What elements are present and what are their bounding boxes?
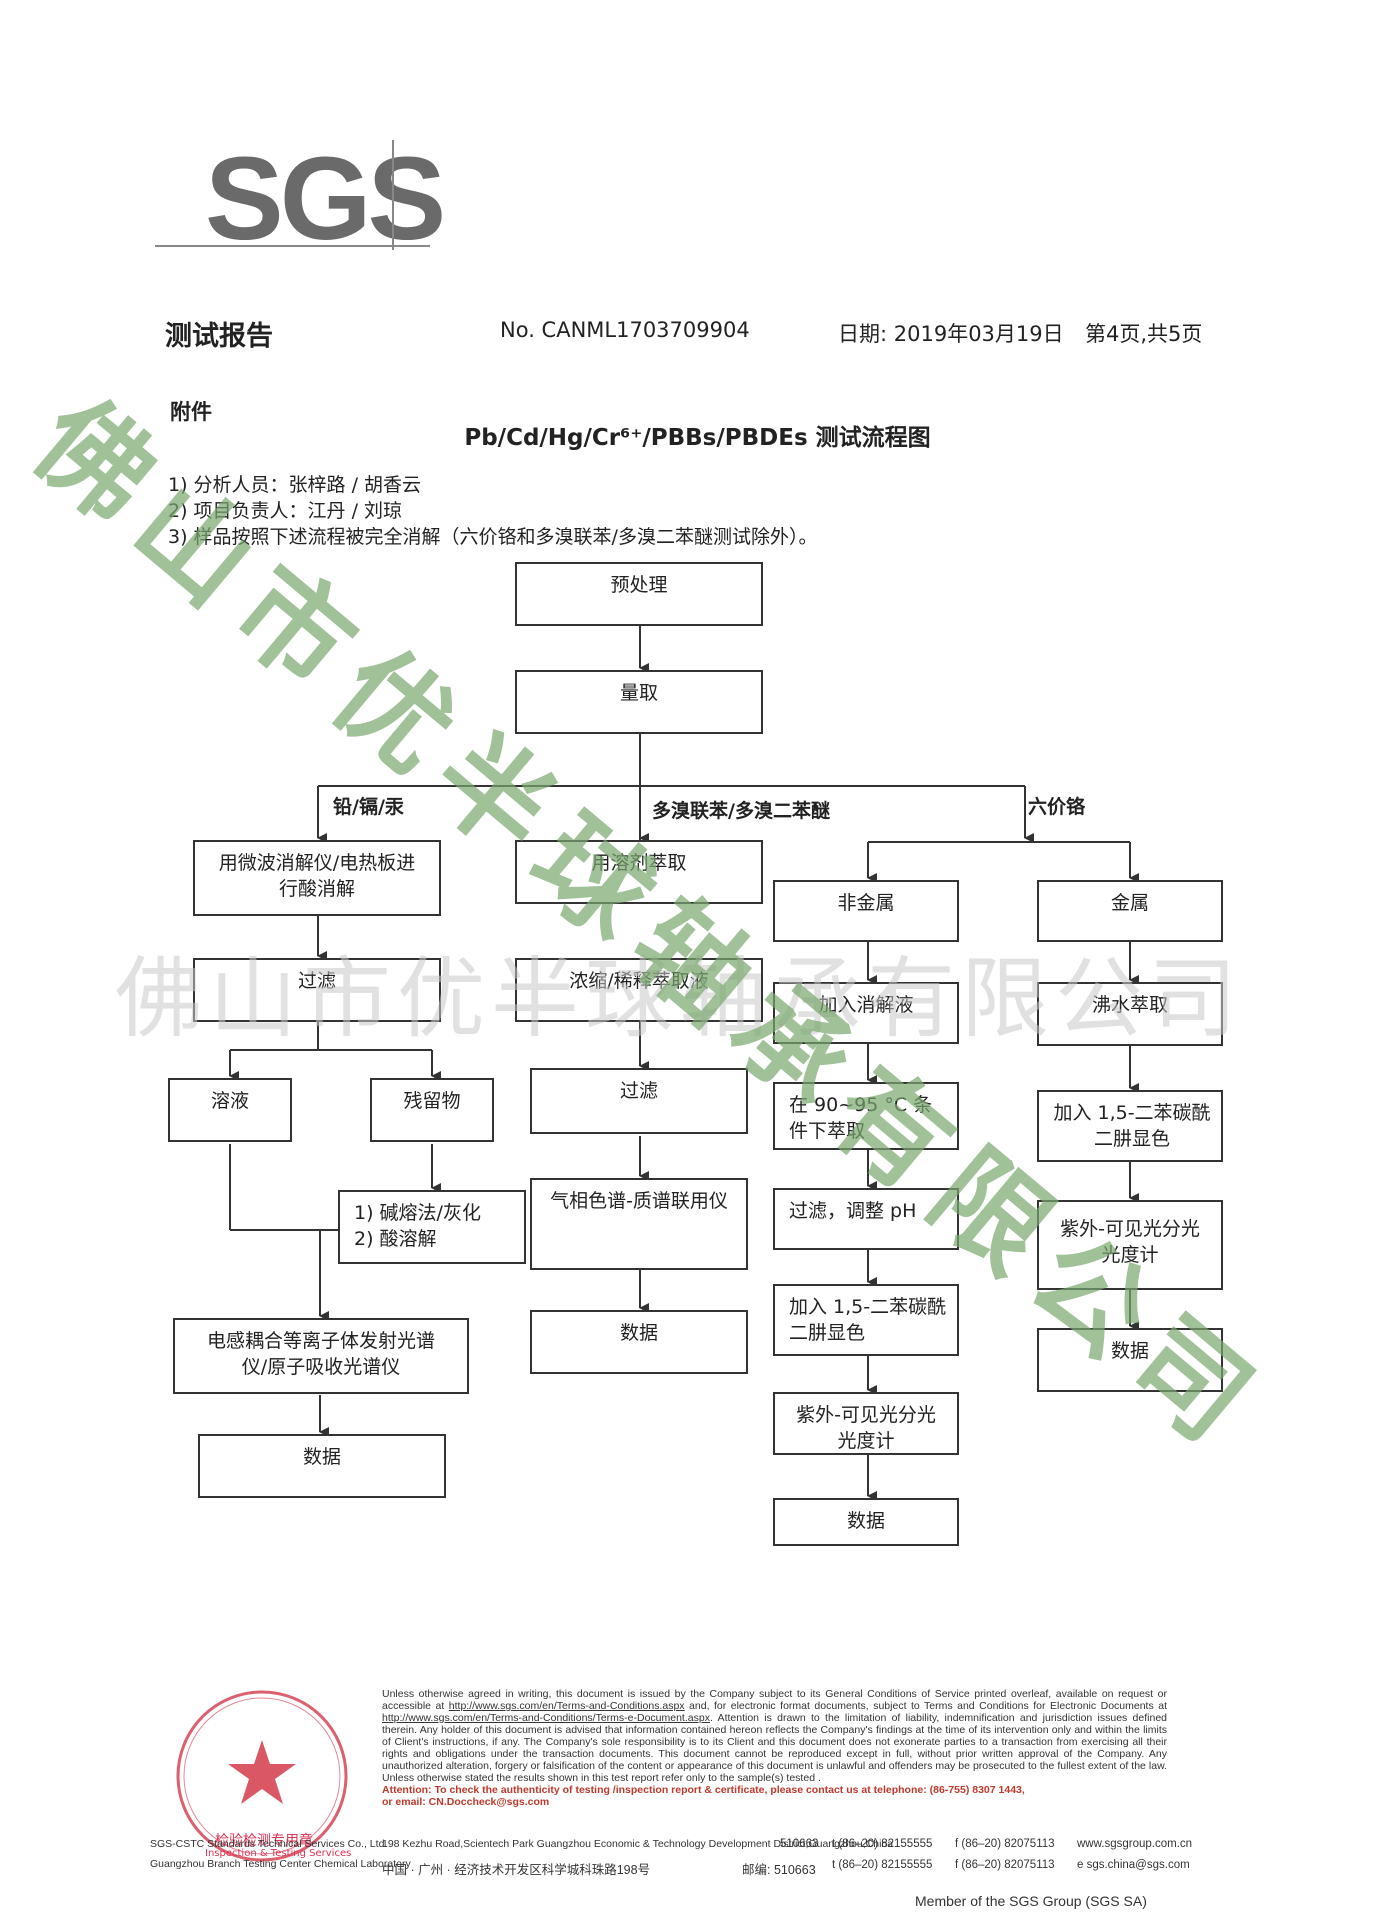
step-filter-pbb: 过滤 [530,1068,748,1134]
logo-underline [155,245,430,247]
report-title: 测试报告 [165,321,273,352]
note-procedure: 3) 样品按照下述流程被完全消解（六价铬和多溴联苯/多溴二苯醚测试除外）。 [168,526,818,548]
alkali-fusion-line-1: 1) 碱熔法/灰化 [354,1202,481,1224]
step-gcms: 气相色谱-质谱联用仪 [530,1178,748,1270]
step-add-digestion-solution: 加入消解液 [773,982,959,1044]
step-measure: 量取 [515,670,763,734]
notes: 1) 分析人员：张梓路 / 胡香云 2) 项目负责人：江丹 / 刘琼 3) 样品… [168,472,817,550]
step-data-heavy-metal: 数据 [198,1434,446,1498]
step-filter-heavy-metal: 过滤 [193,958,441,1022]
fax-en: f (86–20) 82075113 [955,1838,1055,1850]
report-number: No. CANML1703709904 [500,318,750,342]
disclaimer-part-2: and, for electronic format documents, su… [684,1700,1167,1712]
alkali-fusion-line-2: 2) 酸溶解 [354,1228,437,1250]
fax-cn: f (86–20) 82075113 [955,1859,1055,1871]
zip-en: 510663 [780,1838,819,1850]
step-uv-vis-metal: 紫外-可见光分光光度计 [1037,1200,1223,1290]
company-name-en-1: SGS-CSTC Standards Technical Services Co… [150,1838,388,1850]
telephone-en: t (86–20) 82155555 [832,1838,933,1850]
step-color-development-metal: 加入 1,5-二苯碳酰二肼显色 [1037,1090,1223,1162]
seal-text: 检验检测专用章 [215,1833,313,1849]
note-analyst: 1) 分析人员：张梓路 / 胡香云 [168,474,422,496]
step-solvent-extraction: 用溶剂萃取 [515,840,763,904]
sgs-group-membership: Member of the SGS Group (SGS SA) [915,1893,1147,1909]
company-name-en-2: Guangzhou Branch Testing Center Chemical… [150,1858,411,1870]
step-uv-vis-nonmetal: 紫外-可见光分光光度计 [773,1392,959,1455]
page-number: 第4页,共5页 [1085,322,1203,346]
report-date: 日期: 2019年03月19日 [838,322,1064,346]
website[interactable]: www.sgsgroup.com.cn [1077,1838,1193,1850]
telephone-cn: t (86–20) 82155555 [832,1859,933,1871]
step-nonmetal: 非金属 [773,880,959,942]
step-filter-adjust-ph: 过滤，调整 pH [773,1188,959,1250]
logo-vertical-line [392,140,394,250]
address-cn: 中国 · 广州 · 经济技术开发区科学城科珠路198号 [382,1863,651,1877]
step-data-nonmetal: 数据 [773,1498,959,1546]
contact-email[interactable]: e sgs.china@sgs.com [1077,1859,1190,1871]
step-alkali-fusion: 1) 碱熔法/灰化 2) 酸溶解 [338,1190,526,1264]
step-heat-extraction: 在 90~95 °C 条件下萃取 [773,1082,959,1150]
terms-link[interactable]: http://www.sgs.com/en/Terms-and-Conditio… [448,1700,685,1712]
note-project-lead: 2) 项目负责人：江丹 / 刘琼 [168,500,403,522]
step-concentrate-dilute: 浓缩/稀释萃取液 [515,958,763,1022]
branch-label-heavy-metals: 铅/镉/汞 [333,796,404,818]
flowchart-title: Pb/Cd/Hg/Cr⁶⁺/PBBs/PBDEs 测试流程图 [464,425,931,451]
authenticity-notice: Attention: To check the authenticity of … [382,1784,1025,1796]
step-residue: 残留物 [370,1078,494,1142]
step-color-development-nonmetal: 加入 1,5-二苯碳酰二肼显色 [773,1284,959,1356]
sgs-logo: SGS [205,133,446,265]
step-pretreatment: 预处理 [515,562,763,626]
step-data-metal: 数据 [1037,1328,1223,1392]
seal-text-en: Inspection & Testing Services [205,1848,352,1859]
inspection-seal [176,1690,348,1862]
address-en: 198 Kezhu Road,Scientech Park Guangzhou … [382,1838,894,1850]
step-data-pbb: 数据 [530,1310,748,1374]
step-solution: 溶液 [168,1078,292,1142]
branch-label-hexavalent-chromium: 六价铬 [1028,796,1086,818]
branch-label-pbb-pbde: 多溴联苯/多溴二苯醚 [652,800,830,822]
step-boiling-water-extraction: 沸水萃取 [1037,982,1223,1046]
step-acid-digestion: 用微波消解仪/电热板进行酸消解 [193,840,441,916]
disclaimer-part-1: Unless otherwise agreed in writing, this… [382,1688,1167,1712]
zip-cn: 邮编: 510663 [742,1863,816,1877]
step-metal: 金属 [1037,880,1223,942]
disclaimer-part-3: . Attention is drawn to the limitation o… [382,1712,1167,1784]
legal-disclaimer: Unless otherwise agreed in writing, this… [382,1688,1167,1808]
authenticity-email[interactable]: or email: CN.Doccheck@sgs.com [382,1796,550,1808]
step-icp-aas: 电感耦合等离子体发射光谱仪/原子吸收光谱仪 [173,1318,469,1394]
attachment-label: 附件 [170,400,212,424]
e-document-terms-link[interactable]: http://www.sgs.com/en/Terms-and-Conditio… [382,1712,710,1724]
